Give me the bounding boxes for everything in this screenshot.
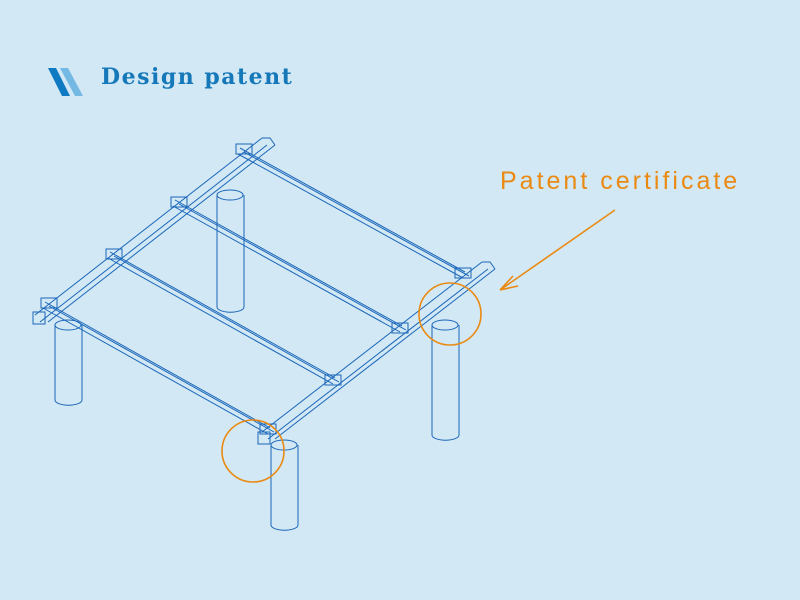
patent-certificate-label: Patent certificate <box>500 167 741 195</box>
double-slash-logo-icon <box>48 68 83 96</box>
legs <box>54 189 460 531</box>
callouts <box>221 209 616 483</box>
page-title: Design patent <box>101 64 294 90</box>
brackets <box>40 143 472 435</box>
frame-beams <box>32 137 496 445</box>
rails <box>42 147 470 435</box>
